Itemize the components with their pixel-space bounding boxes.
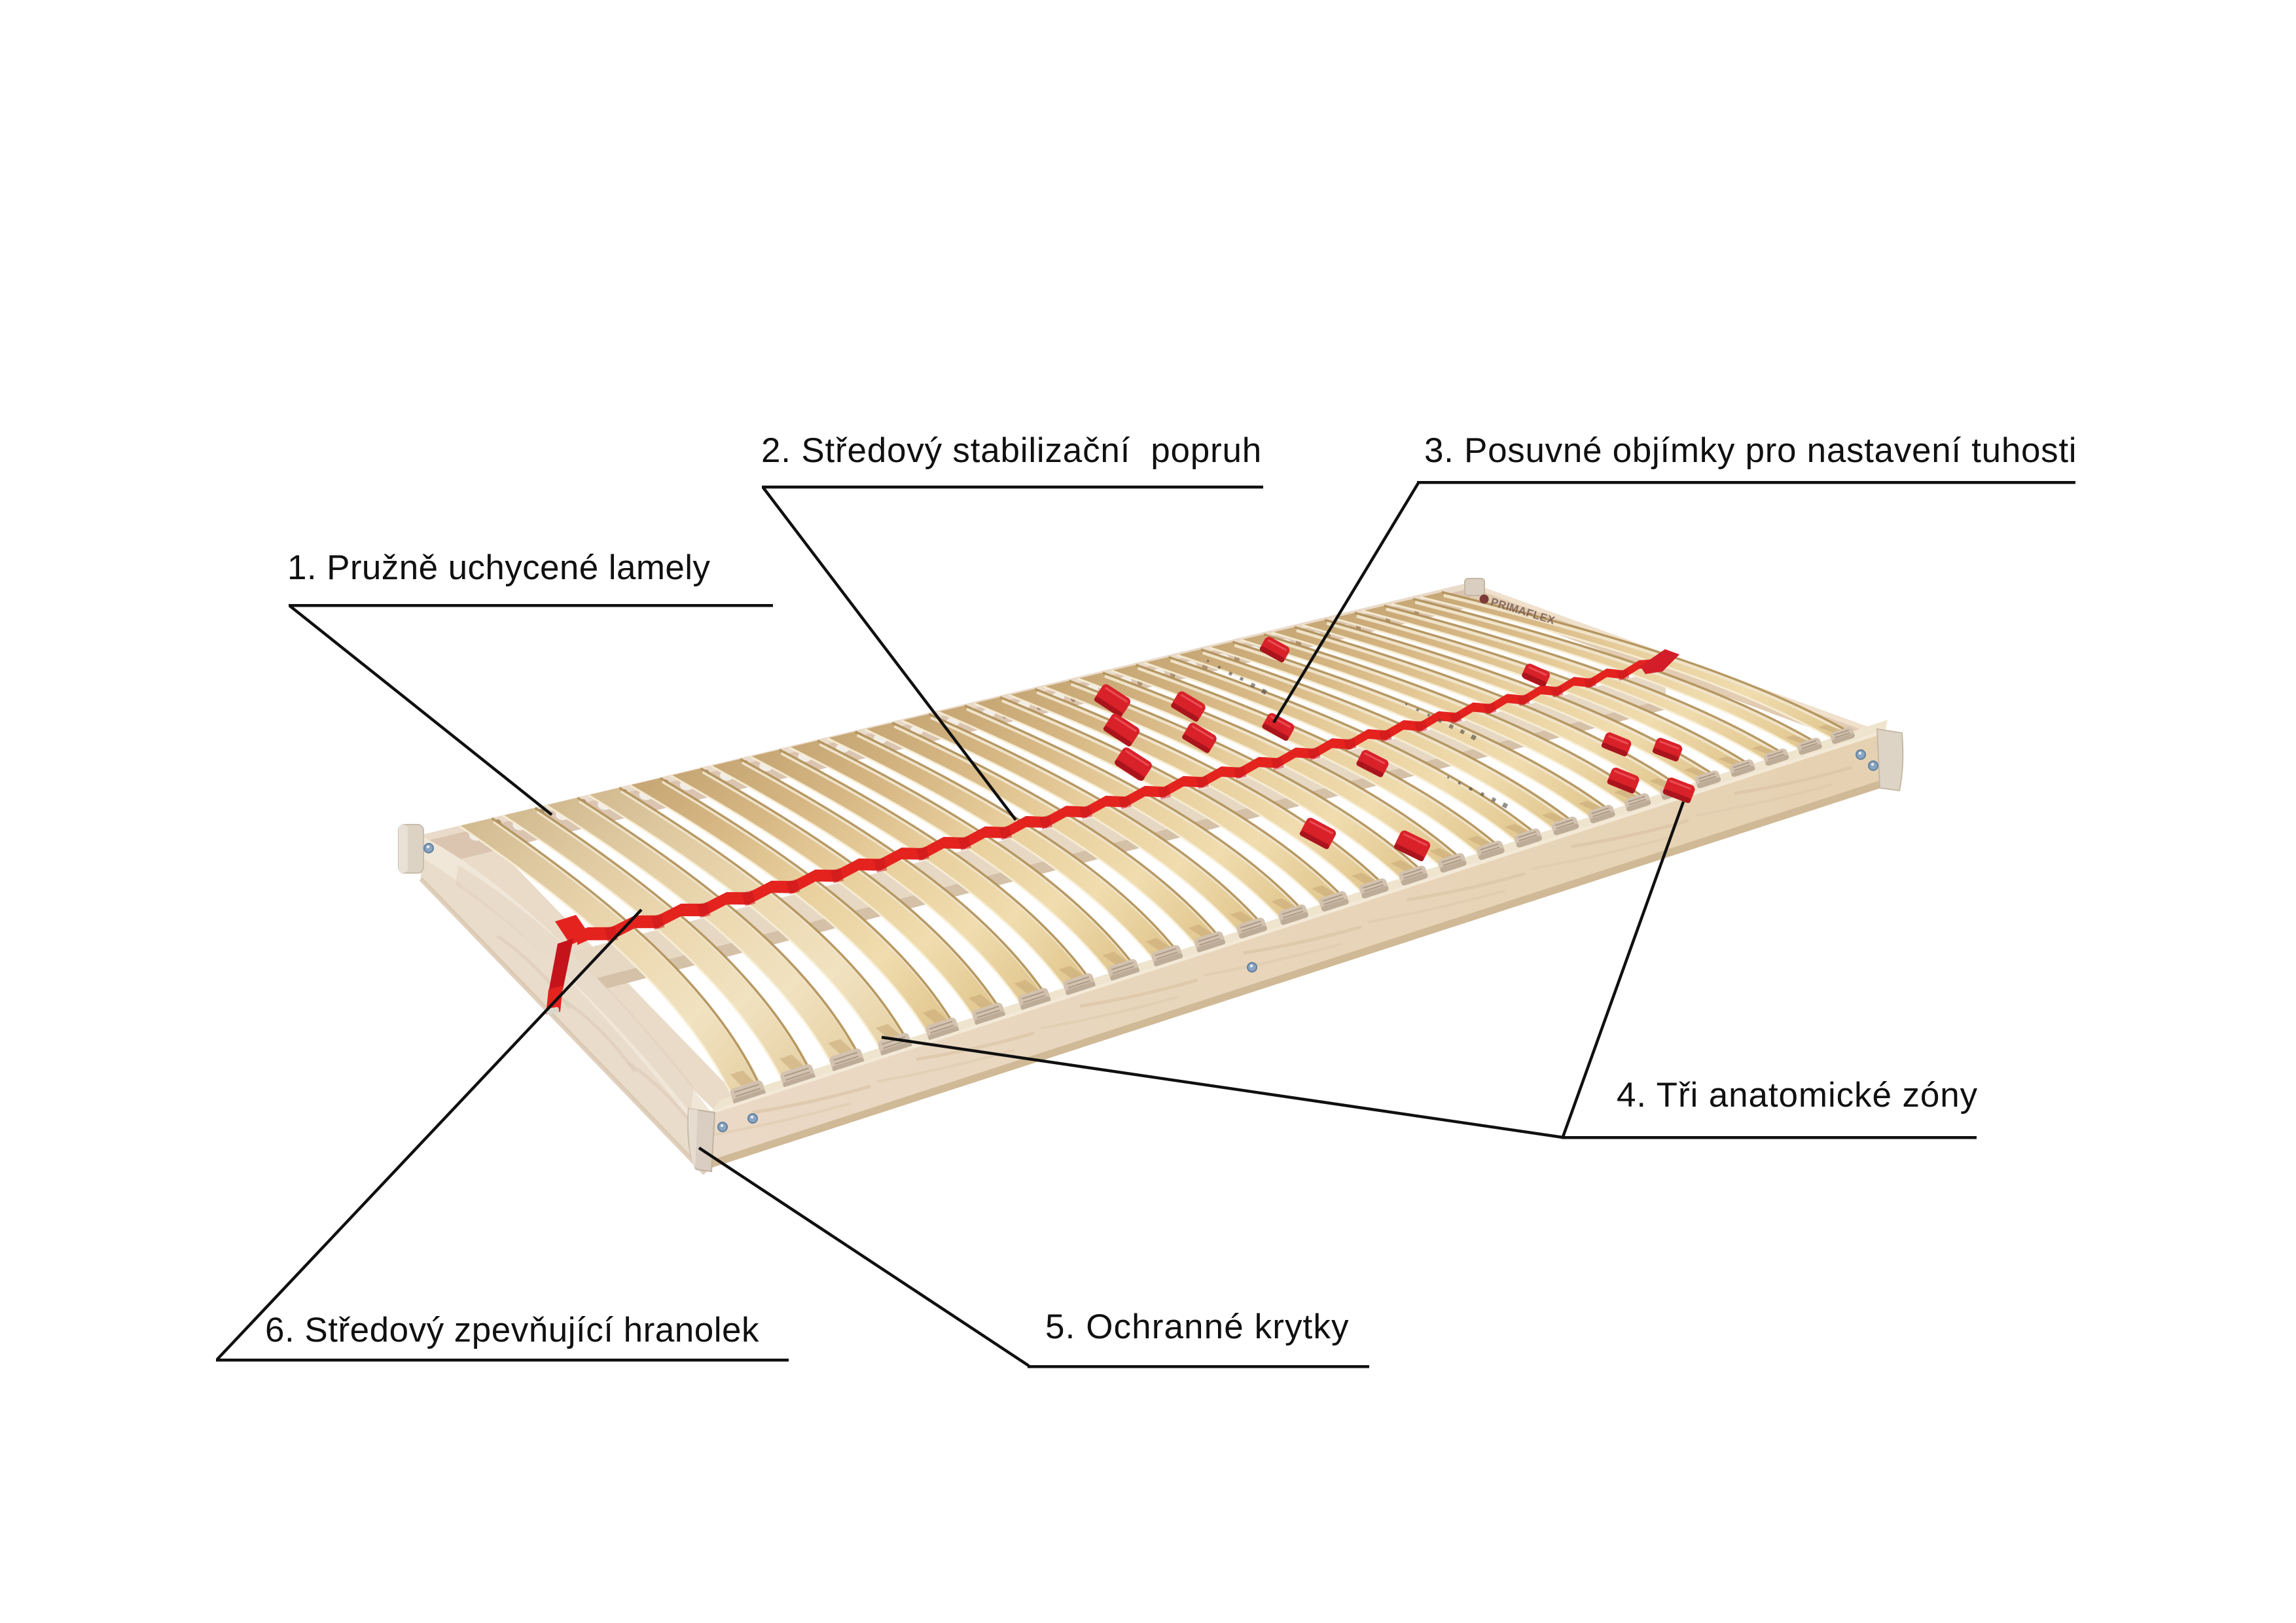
svg-text:4. Tři anatomické zóny: 4. Tři anatomické zóny [1617,1076,1978,1115]
svg-text:2. Středový stabilizační popr: 2. Středový stabilizační popruh [761,431,1262,470]
svg-text:1. Pružně uchycené lamely: 1. Pružně uchycené lamely [287,548,710,587]
svg-text:6. Středový zpevňující hranole: 6. Středový zpevňující hranolek [265,1311,759,1349]
svg-text:3. Posuvné objímky pro nastave: 3. Posuvné objímky pro nastavení tuhosti [1424,431,2077,470]
svg-text:5. Ochranné krytky: 5. Ochranné krytky [1045,1308,1350,1346]
